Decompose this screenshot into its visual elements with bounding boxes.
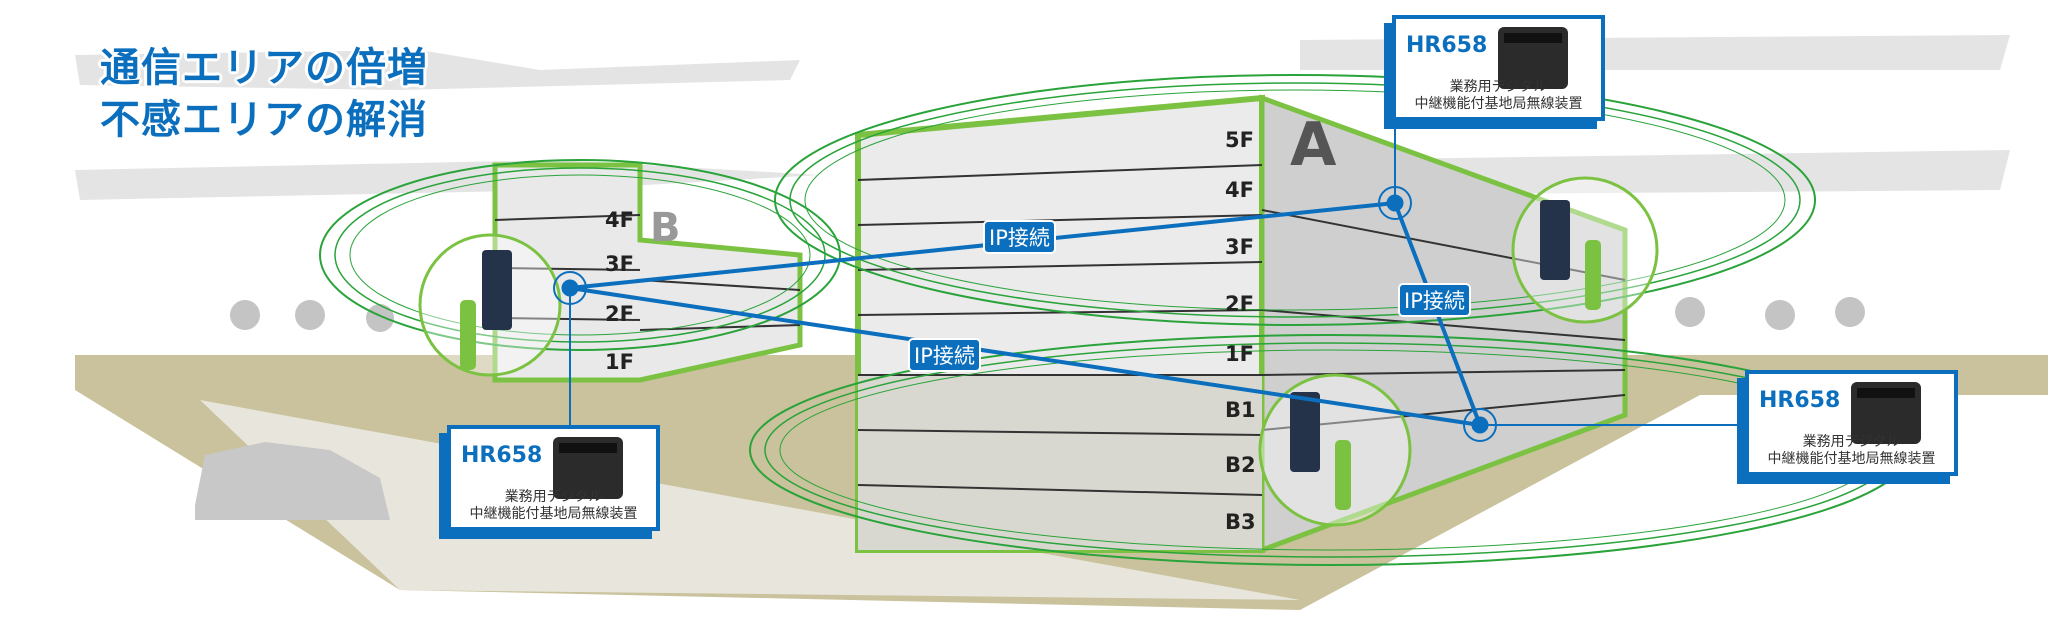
repeater-description: 業務用デジタル中継機能付基地局無線装置 — [469, 489, 638, 522]
ip-connection-label: IP接続 — [910, 340, 979, 370]
building-a — [855, 94, 1628, 554]
floor-label: 3F — [605, 252, 634, 276]
floor-label: 2F — [605, 302, 634, 326]
building-b-mark: B — [650, 205, 681, 251]
repeater-device-icon — [1498, 27, 1568, 89]
headline-line2: 不感エリアの解消 — [100, 97, 428, 143]
repeater-description: 業務用デジタル中継機能付基地局無線装置 — [1414, 79, 1583, 112]
repeater-model: HR658 — [1406, 33, 1488, 58]
floor-label: B2 — [1225, 453, 1256, 477]
repeater-description: 業務用デジタル中継機能付基地局無線装置 — [1767, 434, 1936, 467]
headline: 通信エリアの倍増 不感エリアの解消 — [100, 42, 428, 146]
ip-connection-label: IP接続 — [985, 222, 1054, 252]
floor-label: B3 — [1225, 510, 1256, 534]
repeater-model: HR658 — [1759, 388, 1841, 413]
repeater-card: HR658 業務用デジタル中継機能付基地局無線装置 — [447, 425, 660, 531]
floor-label: 5F — [1225, 128, 1254, 152]
repeater-model: HR658 — [461, 443, 543, 468]
trees — [230, 297, 1865, 332]
ip-connection-label: IP接続 — [1400, 285, 1469, 315]
headline-line1: 通信エリアの倍増 — [100, 45, 428, 91]
floor-label: 4F — [605, 208, 634, 232]
repeater-card: HR658 業務用デジタル中継機能付基地局無線装置 — [1392, 15, 1605, 121]
building-a-mark: A — [1290, 110, 1337, 180]
repeater-device-icon — [1851, 382, 1921, 444]
repeater-device-icon — [553, 437, 623, 499]
floor-label: B1 — [1225, 398, 1256, 422]
floor-label: 1F — [1225, 342, 1254, 366]
floor-label: 2F — [1225, 292, 1254, 316]
floor-label: 3F — [1225, 235, 1254, 259]
antenna-nodes — [553, 186, 1497, 442]
floor-label: 4F — [1225, 178, 1254, 202]
people — [460, 240, 1601, 510]
radios — [482, 200, 1570, 472]
floor-label: 1F — [605, 350, 634, 374]
car — [195, 442, 390, 520]
repeater-card: HR658 業務用デジタル中継機能付基地局無線装置 — [1745, 370, 1958, 476]
